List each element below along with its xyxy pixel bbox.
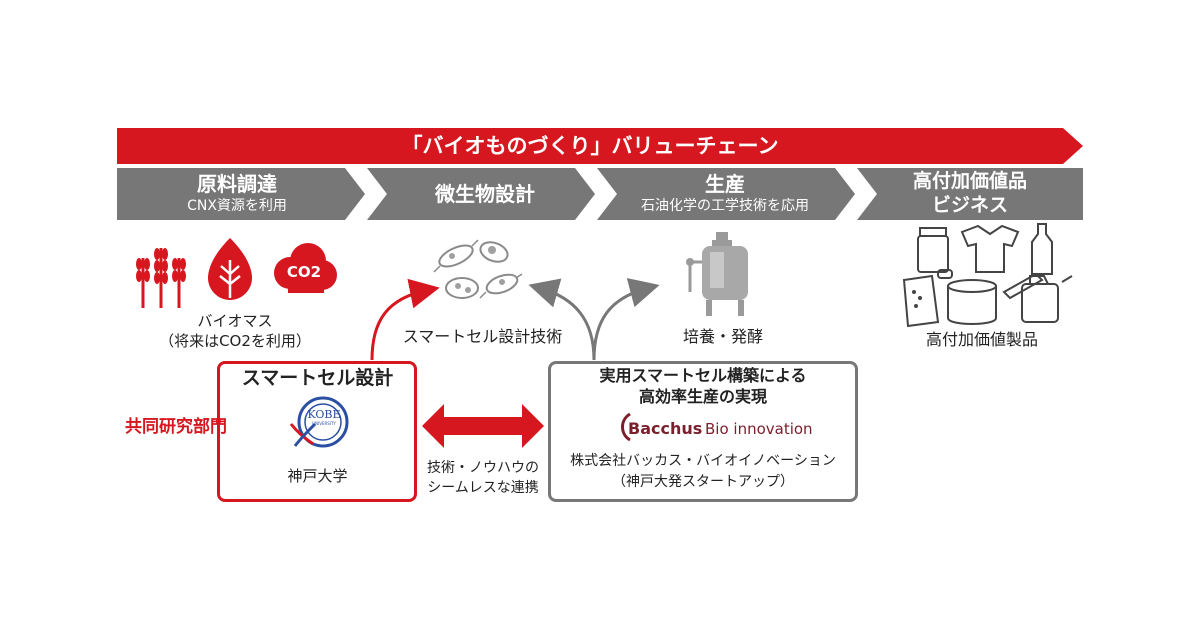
collaboration-text-2: シームレスな連携	[427, 480, 539, 496]
stage-chevrons	[117, 168, 1083, 220]
collaboration-double-arrow	[422, 404, 544, 448]
wheat-icon	[133, 238, 189, 310]
bacchus-title-2: 高効率生産の実現	[638, 387, 767, 406]
biomass-note: （将来はCO2を利用）	[159, 332, 311, 350]
stage-4-name: 高付加価値品	[912, 170, 1027, 192]
co2-label: CO2	[286, 263, 322, 281]
smartcell-design-box	[217, 361, 417, 502]
culture-label: 培養・発酵	[682, 327, 763, 346]
stage-1-sub: CNX資源を利用	[187, 198, 287, 214]
smartcell-design-title: スマートセル設計	[241, 367, 394, 389]
stage-3-name: 生産	[705, 172, 745, 196]
smartcell-tech-label: スマートセル設計技術	[402, 327, 563, 346]
bacchus-title-1: 実用スマートセル構築による	[599, 366, 807, 385]
stage-3: 生産 石油化学の工学技術を応用	[605, 171, 845, 215]
co2-cloud-icon	[272, 243, 338, 295]
bacchus-box	[548, 361, 858, 502]
kobe-logo-text: KOBE	[307, 408, 341, 421]
banner-title: 「バイオものづくり」バリューチェーン	[401, 134, 779, 158]
bacchus-logo-text: Bacchus	[628, 419, 703, 438]
microbes-icon	[432, 236, 524, 306]
bacchus-logo-subtext: Bio innovation	[705, 420, 813, 438]
value-chain-banner-arrow	[117, 128, 1083, 164]
stage-2: 微生物設計	[375, 181, 595, 207]
collaboration-text-1: 技術・ノウハウの	[427, 460, 539, 476]
fermenter-icon	[684, 232, 760, 318]
kobe-university-logo	[289, 394, 353, 454]
kobe-logo-subtext: UNIVERSITY	[312, 421, 336, 426]
bacchus-company-name: 株式会社バッカス・バイオイノベーション	[570, 453, 836, 469]
stage-4: 高付加価値品 ビジネス	[870, 169, 1070, 217]
stage-2-name: 微生物設計	[435, 182, 535, 206]
stage-3-sub: 石油化学の工学技術を応用	[641, 198, 809, 214]
joint-research-label: 共同研究部門	[125, 417, 227, 437]
bacchus-logo-mark	[618, 412, 632, 442]
stage-1: 原料調達 CNX資源を利用	[117, 171, 357, 215]
bacchus-company-note: （神戸大発スタートアップ）	[612, 474, 794, 490]
stage-4-name2: ビジネス	[931, 194, 1008, 216]
stage-1-name: 原料調達	[197, 172, 277, 196]
products-icon	[898, 222, 1078, 328]
product-label: 高付加価値製品	[925, 330, 1038, 349]
biomass-label: バイオマス	[197, 312, 273, 330]
kobe-university-name: 神戸大学	[287, 467, 348, 485]
leaf-icon	[208, 238, 252, 300]
